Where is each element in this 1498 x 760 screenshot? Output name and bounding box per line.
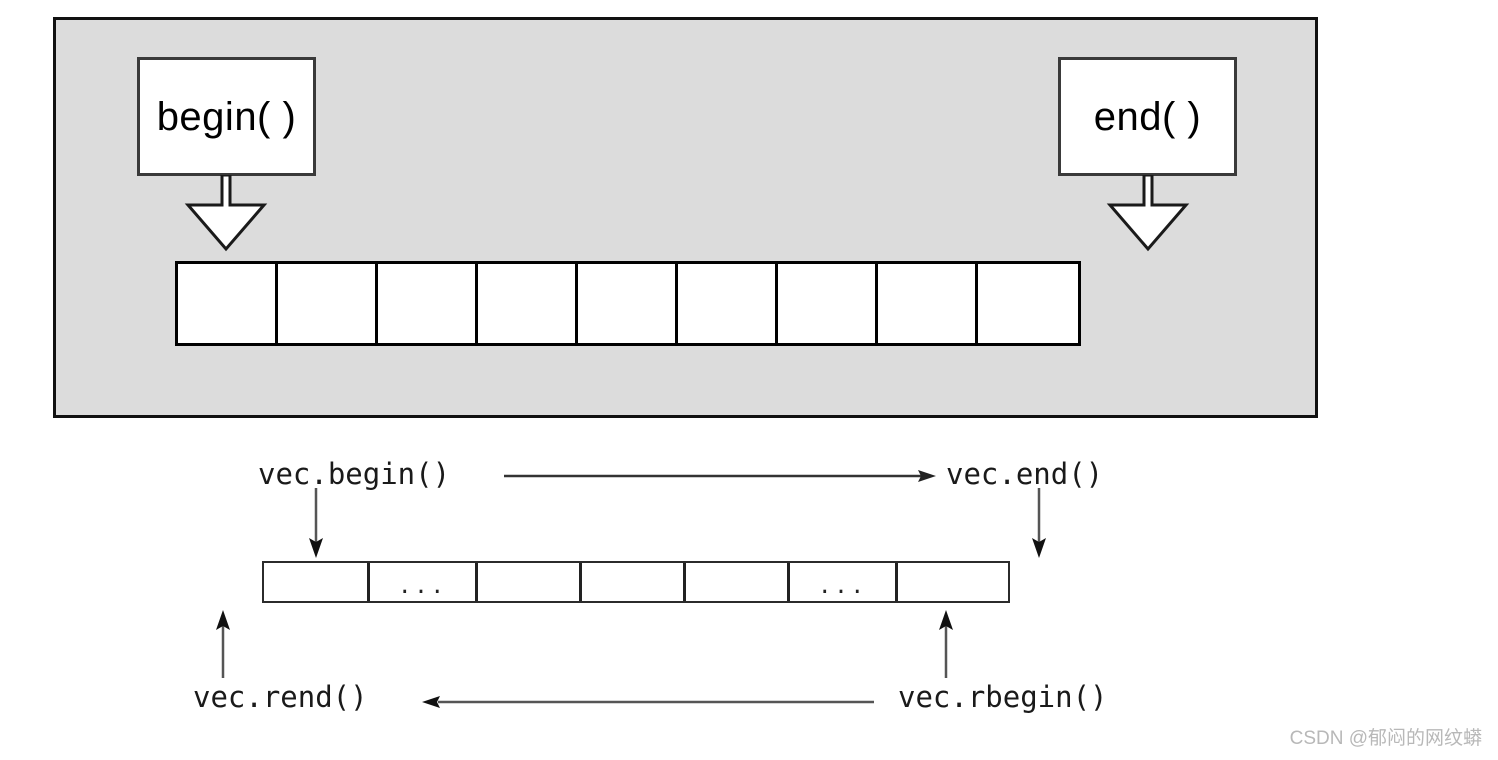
bottom-diagram-panel: vec.begin() vec.end() vec.rend() vec.rbe… <box>0 430 1498 720</box>
top-container-cells <box>175 261 1081 346</box>
end-down-arrow-icon <box>1032 488 1046 558</box>
container-cell <box>178 264 278 343</box>
container-cell <box>686 563 790 601</box>
begin-down-block-arrow-icon <box>184 175 268 252</box>
vec-end-label: vec.end() <box>946 457 1104 491</box>
vec-begin-label: vec.begin() <box>258 457 451 491</box>
container-cell <box>264 563 370 601</box>
begin-callout-box: begin( ) <box>137 57 316 176</box>
container-cell <box>578 264 678 343</box>
container-cell <box>898 563 1008 601</box>
container-cell <box>278 264 378 343</box>
rend-up-arrow-icon <box>216 610 230 678</box>
begin-callout-label: begin( ) <box>156 94 297 139</box>
rbegin-to-rend-arrow-icon <box>422 696 874 708</box>
rbegin-up-arrow-icon <box>939 610 953 678</box>
container-cell <box>582 563 686 601</box>
begin-to-end-arrow-icon <box>504 470 936 482</box>
end-down-block-arrow-icon <box>1106 175 1190 252</box>
container-cell <box>778 264 878 343</box>
container-cell <box>478 563 582 601</box>
container-cell-ellipsis: ... <box>790 563 898 601</box>
vec-rend-label: vec.rend() <box>193 680 368 714</box>
end-callout-box: end( ) <box>1058 57 1237 176</box>
csdn-watermark: CSDN @郁闷的网纹蟒 <box>1289 728 1482 749</box>
end-callout-label: end( ) <box>1093 94 1202 139</box>
container-cell <box>878 264 978 343</box>
bottom-container-cells: ... ... <box>262 561 1010 603</box>
top-diagram-panel: begin( ) end( ) <box>53 17 1318 418</box>
vec-rbegin-label: vec.rbegin() <box>898 680 1108 714</box>
container-cell-ellipsis: ... <box>370 563 478 601</box>
container-cell <box>478 264 578 343</box>
container-cell <box>978 264 1078 343</box>
container-cell <box>378 264 478 343</box>
begin-down-arrow-icon <box>309 488 323 558</box>
container-cell <box>678 264 778 343</box>
